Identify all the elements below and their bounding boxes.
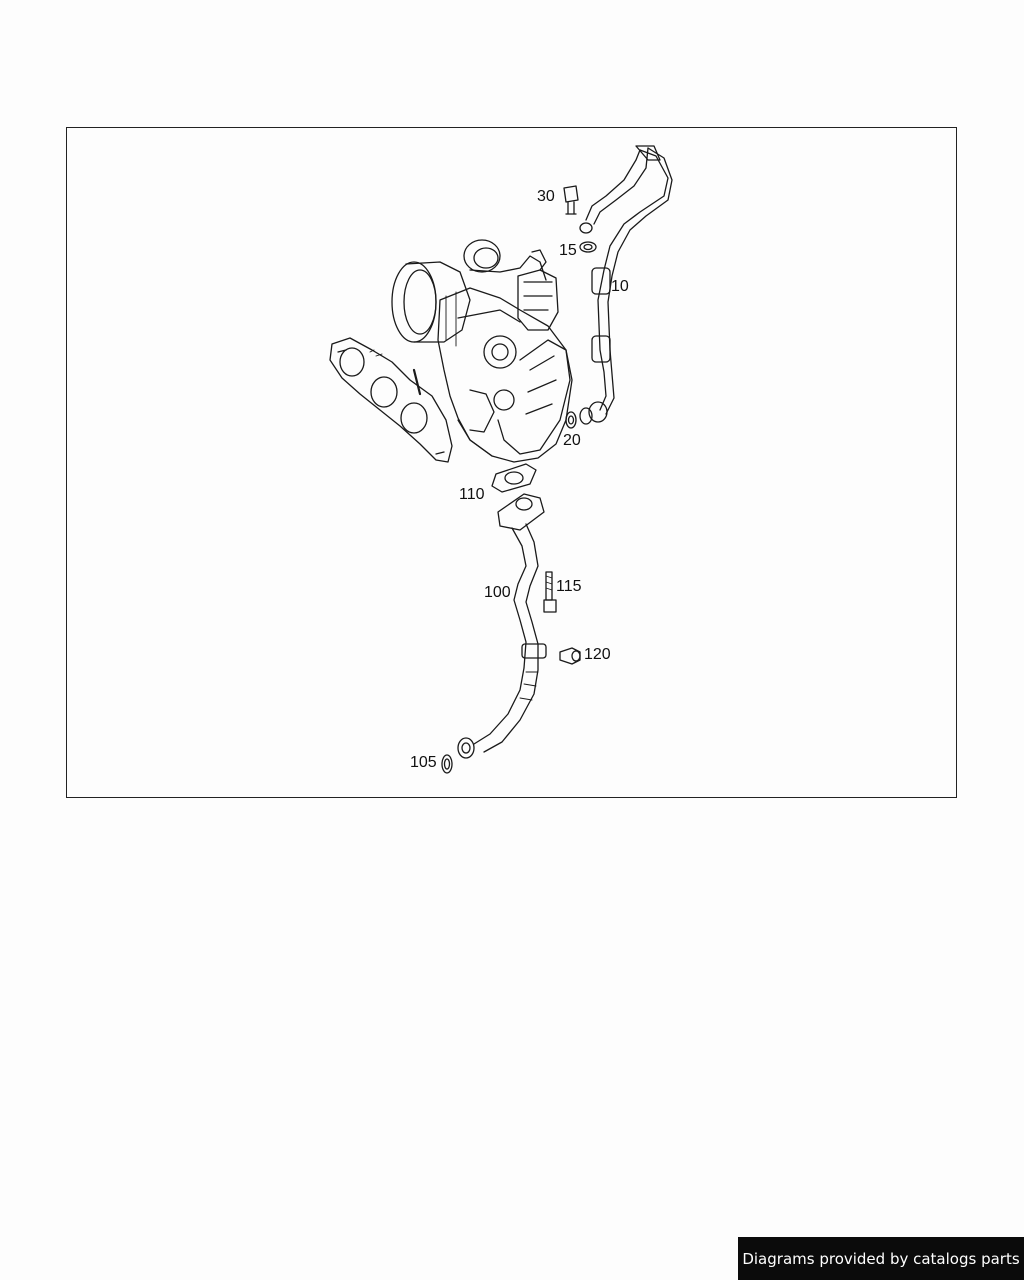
diagram-frame bbox=[66, 127, 957, 798]
callout-10: 10 bbox=[611, 278, 629, 295]
seal-ring-15 bbox=[579, 241, 597, 253]
callout-110: 110 bbox=[459, 486, 485, 503]
callout-20: 20 bbox=[563, 432, 581, 449]
oil-feed-line bbox=[579, 145, 673, 425]
callout-120: 120 bbox=[584, 646, 611, 663]
credit-banner: Diagrams provided by catalogs parts bbox=[738, 1237, 1024, 1280]
oil-return-line bbox=[457, 493, 547, 759]
callout-115: 115 bbox=[556, 578, 582, 595]
turbocharger bbox=[391, 239, 573, 463]
bolt-115 bbox=[543, 571, 557, 613]
bolt-120 bbox=[559, 647, 581, 665]
seal-ring-20 bbox=[565, 411, 577, 429]
banjo-bolt-30 bbox=[563, 185, 579, 215]
seal-ring-105 bbox=[441, 754, 453, 774]
callout-105: 105 bbox=[410, 754, 437, 771]
callout-15: 15 bbox=[559, 242, 577, 259]
gasket-110 bbox=[491, 463, 537, 493]
callout-30: 30 bbox=[537, 188, 555, 205]
credit-text: Diagrams provided by catalogs parts bbox=[742, 1249, 1020, 1268]
exhaust-manifold-flange bbox=[329, 337, 453, 463]
callout-100: 100 bbox=[484, 584, 511, 601]
